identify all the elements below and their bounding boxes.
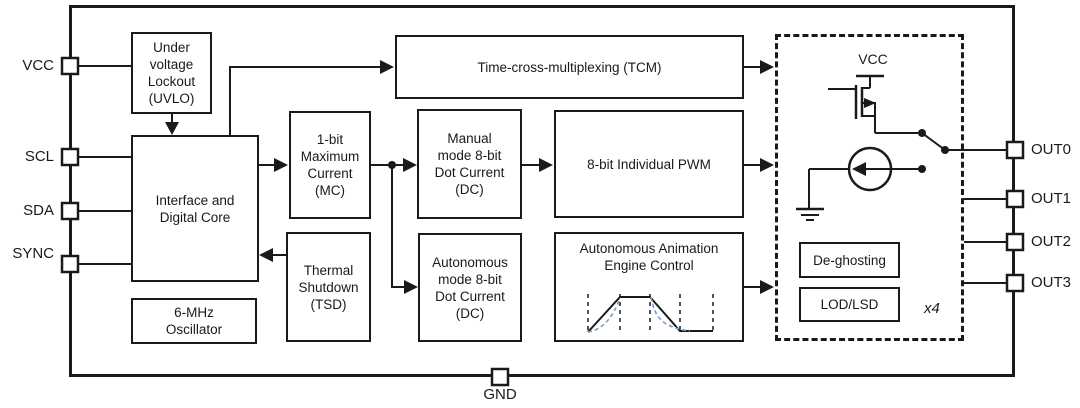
block-uvlo: Under voltage Lockout (UVLO): [131, 32, 212, 114]
block-manual-dot-current-label: Manual mode 8-bit Dot Current (DC): [434, 131, 505, 197]
pin-label-sda: SDA: [23, 202, 54, 219]
block-lod-lsd-label: LOD/LSD: [820, 297, 879, 312]
block-max-current-label: 1-bit Maximum Current (MC): [300, 132, 360, 198]
output-stage-vcc-label: VCC: [858, 51, 888, 67]
block-interface-digital-core: Interface and Digital Core: [131, 135, 259, 282]
block-animation-engine: Autonomous Animation Engine Control: [554, 232, 744, 342]
block-individual-pwm: 8-bit Individual PWM: [554, 110, 744, 218]
block-autonomous-dot-current-label: Autonomous mode 8-bit Dot Current (DC): [432, 254, 508, 321]
pin-label-out0: OUT0: [1031, 141, 1072, 158]
block-deghosting: De-ghosting: [799, 242, 900, 278]
block-interface-label: Interface and Digital Core: [155, 192, 235, 225]
block-oscillator: 6-MHz Oscillator: [131, 298, 257, 344]
output-stage-multiplier-label: x4: [924, 300, 940, 317]
block-animation-engine-label: Autonomous Animation Engine Control: [579, 241, 719, 273]
block-autonomous-dot-current: Autonomous mode 8-bit Dot Current (DC): [418, 233, 522, 342]
block-oscillator-label: 6-MHz Oscillator: [165, 305, 223, 337]
block-thermal-shutdown-label: Thermal Shutdown (TSD): [298, 262, 359, 312]
block-uvlo-label: Under voltage Lockout (UVLO): [147, 40, 196, 106]
pin-label-gnd: GND: [483, 386, 517, 403]
block-tcm-label: Time-cross-multiplexing (TCM): [477, 59, 662, 75]
block-deghosting-label: De-ghosting: [813, 252, 886, 268]
pin-label-out3: OUT3: [1031, 274, 1072, 291]
output-stage-dashed-box: [775, 34, 964, 341]
block-lod-lsd: LOD/LSD: [799, 287, 900, 322]
block-tcm: Time-cross-multiplexing (TCM): [395, 35, 744, 99]
pin-label-out2: OUT2: [1031, 233, 1072, 250]
block-manual-dot-current: Manual mode 8-bit Dot Current (DC): [417, 109, 522, 219]
pin-label-vcc: VCC: [22, 57, 54, 74]
block-max-current: 1-bit Maximum Current (MC): [289, 111, 371, 219]
pin-label-sync: SYNC: [12, 245, 54, 262]
block-thermal-shutdown: Thermal Shutdown (TSD): [286, 232, 371, 342]
pin-label-scl: SCL: [24, 148, 54, 165]
pin-label-out1: OUT1: [1031, 190, 1072, 207]
block-individual-pwm-label: 8-bit Individual PWM: [587, 156, 711, 172]
